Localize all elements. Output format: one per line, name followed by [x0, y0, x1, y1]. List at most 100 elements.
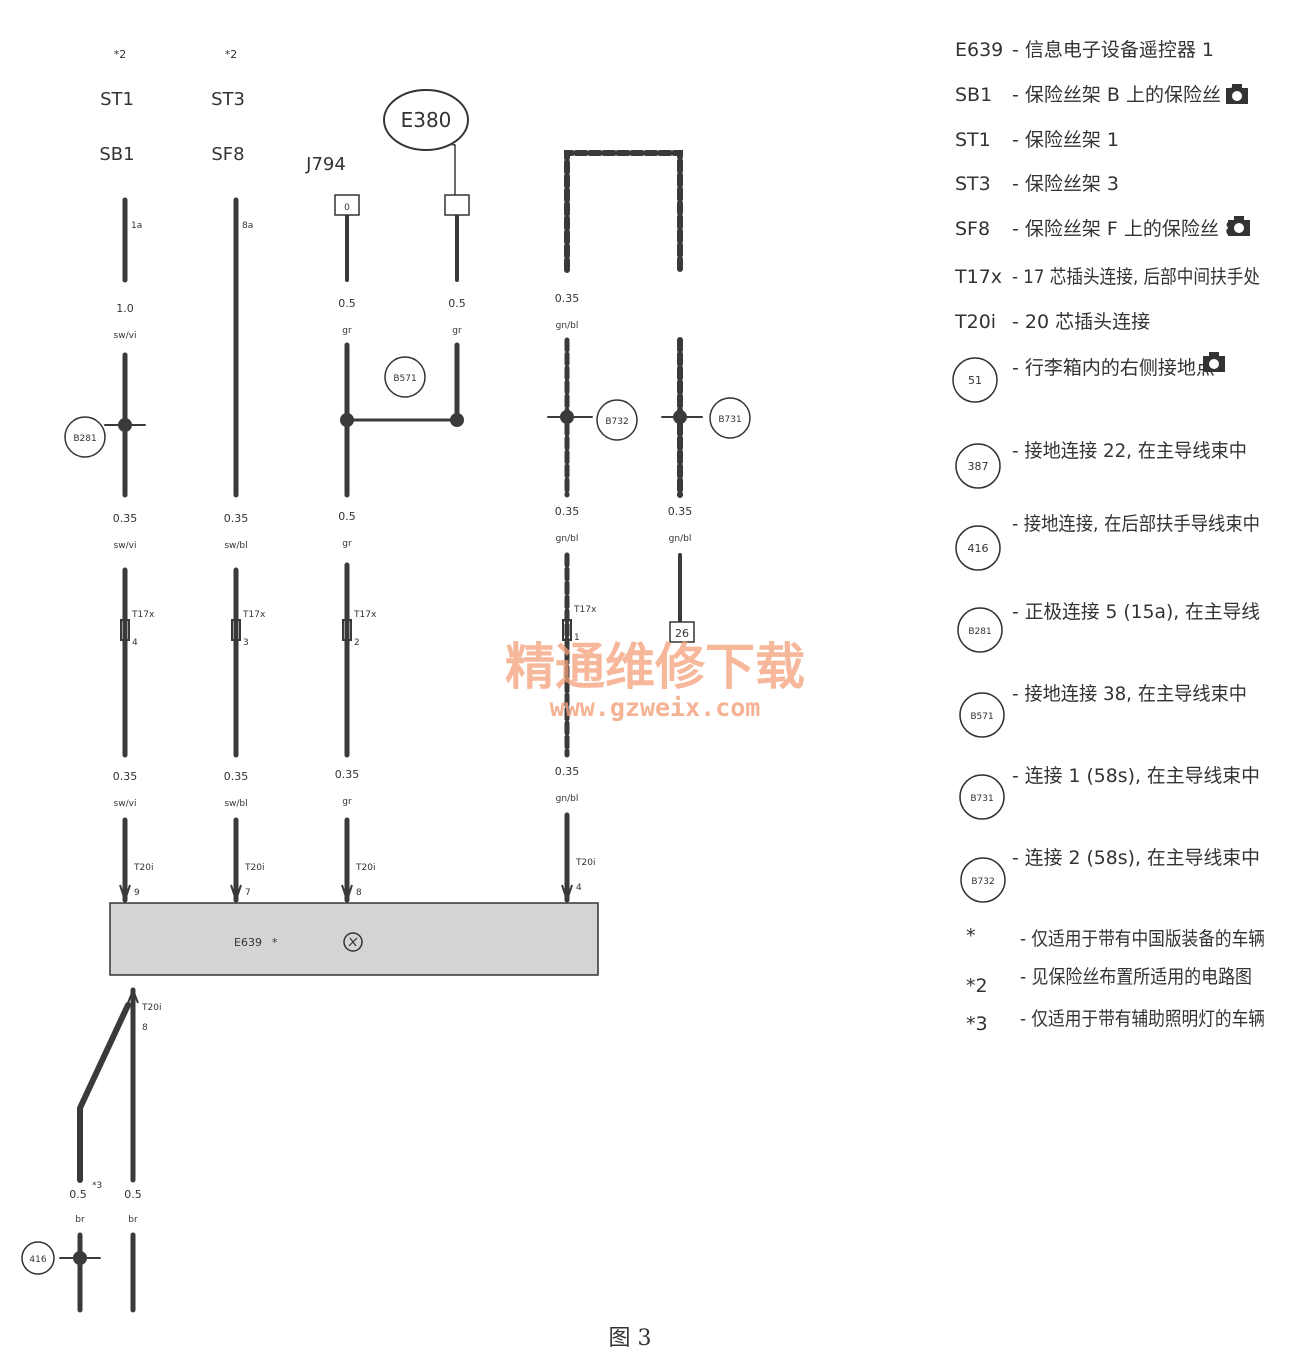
- node-416: [21, 1241, 55, 1275]
- t17-pin-w2: [231, 619, 241, 641]
- legend: E639 - 信息电子设备遥控器 1 SB1 - 保险丝架 B 上的保险丝 1 …: [952, 39, 1265, 1035]
- w2-code-sf: SF8: [211, 144, 244, 165]
- e639-component: [109, 902, 599, 976]
- w1-t20-pin: 9: [134, 888, 140, 898]
- pin26-terminal: [669, 621, 695, 643]
- legend-text-8: - 接地连接 22, 在主导线束中: [1012, 440, 1247, 462]
- legend-code-9: 416: [968, 542, 989, 555]
- legend-text-11: - 接地连接 38, 在主导线束中: [1012, 683, 1247, 705]
- w1-gauge1: 1.0: [116, 302, 134, 315]
- splice-b571-right: [450, 413, 464, 427]
- arrow-w3: [341, 884, 353, 904]
- bottom-left-gauge: 0.5: [69, 1188, 87, 1201]
- legend-text-6: - 20 芯插头连接: [1012, 311, 1150, 333]
- w1-color3: sw/vi: [114, 799, 137, 809]
- bottom-wire-left: [77, 1002, 131, 1183]
- legend-text-4: - 保险丝架 F 上的保险丝 8: [1012, 218, 1237, 240]
- w3-t17-pin: 2: [354, 638, 360, 648]
- e639-symbol: [343, 932, 363, 952]
- legend-text-10: - 正极连接 5 (15a), 在主导线: [1012, 601, 1260, 623]
- w5-t20: T20i: [575, 858, 595, 868]
- w3-gauge3: 0.35: [335, 768, 360, 781]
- w2-color2: sw/bl: [224, 541, 247, 551]
- connector-arrows: [119, 619, 573, 1004]
- e639-label: E639: [234, 936, 262, 949]
- legend-code-2: ST1: [955, 129, 991, 151]
- legend-text-1: - 保险丝架 B 上的保险丝 1: [1012, 84, 1239, 106]
- e380-component: [383, 89, 469, 151]
- w3-gauge1: 0.5: [338, 297, 356, 310]
- w3-color3: gr: [342, 797, 352, 807]
- note-text-0: - 仅适用于带有中国版装备的车辆: [1020, 928, 1265, 950]
- bottom-right-gauge: 0.5: [124, 1188, 142, 1201]
- w2-code-st: ST3: [211, 89, 245, 110]
- note-code-0: *: [966, 925, 976, 947]
- w5-gauge2: 0.35: [555, 505, 580, 518]
- arrow-w2: [230, 884, 242, 904]
- legend-code-7: 51: [968, 374, 982, 387]
- camera-icon: [1203, 352, 1225, 372]
- w1-code-sb: SB1: [99, 144, 134, 165]
- legend-code-10: B281: [968, 627, 991, 637]
- w2-t17: T17x: [242, 610, 266, 620]
- legend-circle-10: [957, 607, 1003, 653]
- node-b571: [384, 356, 426, 398]
- w5-color3: gn/bl: [556, 794, 579, 804]
- splice-b732: [560, 410, 574, 424]
- bottom-t20-pin: 8: [142, 1023, 148, 1033]
- node-b281: [64, 416, 106, 458]
- w1-t17: T17x: [131, 610, 155, 620]
- w5-t20-pin: 4: [576, 883, 582, 893]
- w2-pin: 8a: [242, 221, 253, 231]
- splice-b281: [118, 418, 132, 432]
- t17-pin-w5: [562, 619, 572, 641]
- w3-color1: gr: [342, 326, 352, 336]
- w1-pin: 1a: [131, 221, 142, 231]
- note-code-1: *2: [966, 975, 988, 997]
- w1-t17-pin: 4: [132, 638, 138, 648]
- legend-circle-8: [955, 443, 1001, 489]
- w3-code-j794: J794: [305, 154, 346, 175]
- w1-code-note: *2: [114, 48, 127, 61]
- w1-code-st: ST1: [100, 89, 134, 110]
- bottom-right-color: br: [128, 1215, 138, 1225]
- note-code-2: *3: [966, 1013, 988, 1035]
- pin26-label: 26: [675, 627, 689, 640]
- node-b731-label: B731: [718, 415, 741, 425]
- legend-code-1: SB1: [955, 84, 992, 106]
- node-416-label: 416: [29, 1255, 46, 1265]
- w2-color3: sw/bl: [224, 799, 247, 809]
- watermark-title: 精通维修下载: [505, 638, 805, 696]
- node-b732: [596, 399, 638, 441]
- note-text-1: - 见保险丝布置所适用的电路图: [1020, 966, 1252, 988]
- wiring-lines: [59, 139, 703, 1313]
- w1-gauge2: 0.35: [113, 512, 138, 525]
- w6-gauge2: 0.35: [668, 505, 693, 518]
- splice-416: [73, 1251, 87, 1265]
- arrow-w1: [119, 884, 131, 904]
- legend-code-13: B732: [971, 877, 994, 887]
- legend-circle-7: [952, 357, 998, 403]
- w5-gauge1: 0.35: [555, 292, 580, 305]
- legend-text-7: - 行李箱内的右侧接地点: [1012, 357, 1215, 379]
- e639-symbol-mark: [348, 937, 358, 947]
- bottom-left-color: br: [75, 1215, 85, 1225]
- w1-gauge3: 0.35: [113, 770, 138, 783]
- e380-label: E380: [401, 108, 452, 132]
- node-circles: [21, 356, 751, 1275]
- camera-icon: [1228, 216, 1250, 236]
- legend-circle-12: [959, 774, 1005, 820]
- legend-code-8: 387: [968, 460, 989, 473]
- t17-pin-w1: [120, 619, 130, 641]
- legend-code-6: T20i: [954, 311, 996, 333]
- legend-circle-9: [955, 525, 1001, 571]
- arrow-bottom: [127, 987, 139, 1004]
- note-text-2: - 仅适用于带有辅助照明灯的车辆: [1020, 1008, 1265, 1030]
- j794-terminal: [334, 194, 360, 216]
- legend-code-12: B731: [970, 794, 993, 804]
- legend-text-2: - 保险丝架 1: [1012, 129, 1119, 151]
- e380-terminal: [444, 194, 470, 216]
- w2-gauge2: 0.35: [224, 512, 249, 525]
- bottom-left-note: *3: [92, 1181, 102, 1191]
- w3-t20-pin: 8: [356, 888, 362, 898]
